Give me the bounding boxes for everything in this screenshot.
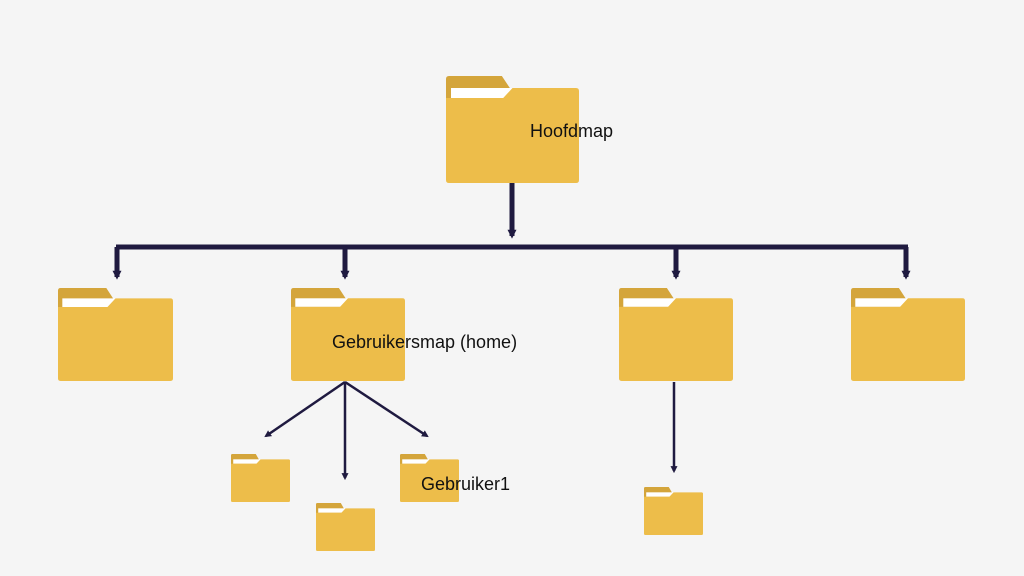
home-child-middle-folder-icon (316, 503, 375, 551)
root-folder-label: Hoofdmap (530, 121, 614, 141)
root-folder-icon (446, 76, 579, 183)
folders (58, 76, 965, 551)
home-folder-icon (291, 288, 405, 381)
folder-1-icon (58, 288, 173, 381)
folder-3-child-folder-icon (644, 487, 703, 535)
user1-folder-label: Gebruiker1 (421, 474, 511, 494)
home-to-user1-arrow (344, 380, 429, 438)
folder-3-icon (619, 288, 733, 381)
home-to-left-child-arrow (264, 380, 346, 438)
user1-folder-icon (400, 454, 459, 502)
home-folder-label: Gebruikersmap (home) (332, 332, 518, 352)
connectors (112, 183, 911, 481)
folder-4-icon (851, 288, 965, 381)
home-child-left-folder-icon (231, 454, 290, 502)
